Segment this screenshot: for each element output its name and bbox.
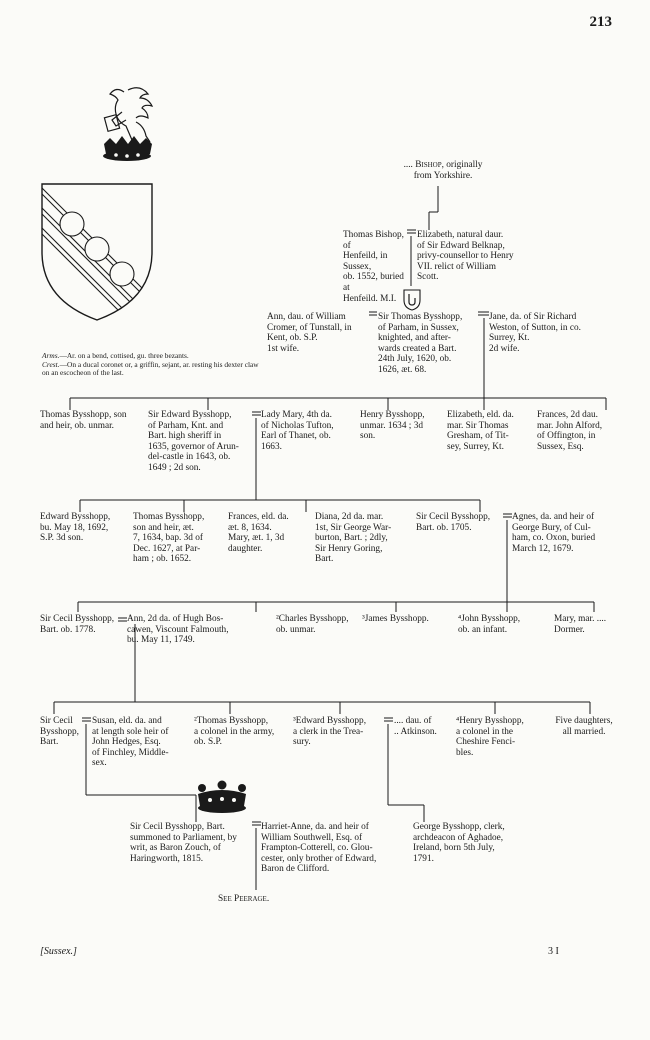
charles-entry: ²Charles Bysshopp, ob. unmar. (276, 614, 349, 635)
ann-cromer-entry: Ann, dau. of William Cromer, of Tunstall… (267, 312, 352, 354)
griffin-crest-icon (103, 87, 154, 161)
crest-heading: Crest. (42, 359, 60, 369)
bishop-rest: , originally from Yorkshire. (413, 160, 483, 181)
mary-dormer-entry: Mary, mar. .... Dormer. (554, 614, 607, 635)
bishop-dots: .... (403, 160, 413, 170)
elizabeth-belknap-entry: Elizabeth, natural daur. of Sir Edward B… (417, 230, 514, 283)
george-archdeacon-entry: George Bysshopp, clerk, archdeacon of Ag… (413, 822, 505, 864)
sir-cecil-baron-zouch-entry: Sir Cecil Bysshopp, Bart. summoned to Pa… (130, 822, 237, 864)
lady-mary-entry: Lady Mary, 4th da. of Nicholas Tufton, E… (261, 410, 334, 452)
jane-weston-entry: Jane, da. of Sir Richard Weston, of Sutt… (489, 312, 581, 354)
sir-cecil-gen6-entry: Sir Cecil Bysshopp, Bart. (40, 716, 80, 748)
thomas-heir-entry: Thomas Bysshopp, son and heir, æt. 7, 16… (133, 512, 205, 565)
james-entry: ³James Bysshopp. (362, 614, 429, 624)
agnes-bury-entry: Agnes, da. and heir of George Bury, of C… (512, 512, 596, 554)
thomas-son-entry: Thomas Bysshopp, son and heir, ob. unmar… (40, 410, 127, 431)
bishop-origin: .... Bishop, originally from Yorkshire. (388, 160, 498, 181)
five-daughters-entry: Five daughters, all married. (555, 716, 613, 737)
edward-clerk-entry: ³Edward Bysshopp, a clerk in the Trea- s… (293, 716, 367, 748)
footer-county: [Sussex.] (40, 946, 77, 957)
see-peerage-note: See Peerage. (218, 894, 270, 904)
page-number: 213 (589, 14, 613, 30)
thomas-colonel-entry: ²Thomas Bysshopp, a colonel in the army,… (194, 716, 275, 748)
diana-entry: Diana, 2d da. mar. 1st, Sir George War- … (315, 512, 392, 565)
bishop-name: Bishop (415, 160, 442, 170)
footer-signature: 3 I (548, 946, 559, 957)
elizabeth-gresham-entry: Elizabeth, eld. da. mar. Sir Thomas Gres… (447, 410, 514, 452)
baronet-badge-icon (403, 289, 421, 311)
sir-edward-entry: Sir Edward Bysshopp, of Parham, Knt. and… (148, 410, 239, 473)
sir-cecil-1705-entry: Sir Cecil Bysshopp, Bart. ob. 1705. (416, 512, 491, 533)
crest-text: —On a ducal coronet or, a griffin, sejan… (42, 359, 259, 378)
ann-boscawen-entry: Ann, 2d da. of Hugh Bos- cawen, Viscount… (127, 614, 229, 646)
edward-entry: Edward Bysshopp, bu. May 18, 1692, S.P. … (40, 512, 111, 544)
arms-heading: Arms. (42, 351, 60, 360)
henry-colonel-entry: ⁴Henry Bysshopp, a colonel in the Cheshi… (456, 716, 524, 758)
baron-coronet-icon (198, 780, 246, 813)
harriet-southwell-entry: Harriet-Anne, da. and heir of William So… (261, 822, 377, 875)
frances-alford-entry: Frances, 2d dau. mar. John Alford, of Of… (537, 410, 603, 452)
susan-hedges-entry: Susan, eld. da. and at length sole heir … (92, 716, 169, 769)
henry-entry: Henry Bysshopp, unmar. 1634 ; 3d son. (360, 410, 425, 442)
frances-mary-entry: Frances, eld. da. æt. 8, 1634. Mary, æt.… (228, 512, 289, 554)
atkinson-entry: .... dau. of .. Atkinson. (394, 716, 437, 737)
thomas-bishop-entry: Thomas Bishop, of Henfeild, in Sussex, o… (343, 230, 404, 304)
sir-thomas-bysshopp-entry: Sir Thomas Bysshopp, of Parham, in Susse… (378, 312, 463, 375)
sir-cecil-1778-entry: Sir Cecil Bysshopp, Bart. ob. 1778. (40, 614, 115, 635)
john-entry: ⁴John Bysshopp, ob. an infant. (458, 614, 521, 635)
arms-blazon: Arms.—Ar. on a bend, cottised, gu. three… (42, 351, 262, 378)
coat-of-arms-shield-icon (41, 183, 153, 321)
arms-text: —Ar. on a bend, cottised, gu. three beza… (59, 351, 189, 360)
